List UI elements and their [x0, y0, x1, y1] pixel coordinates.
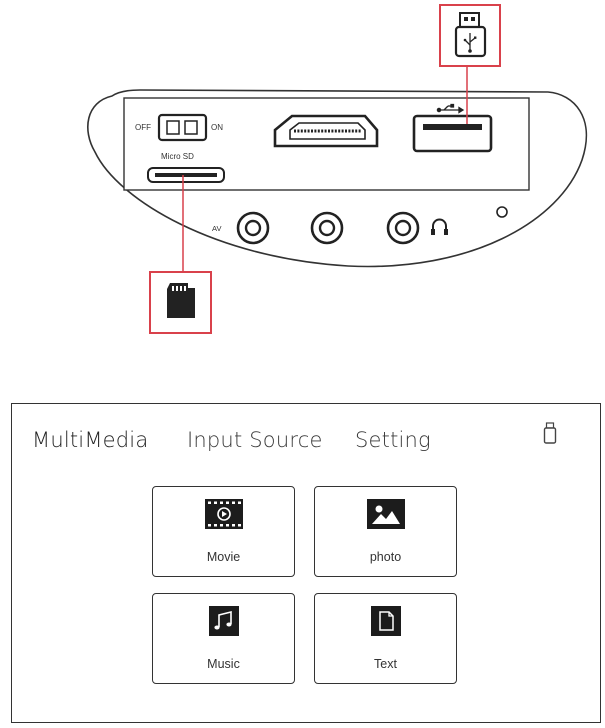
- power-switch-knob-right: [184, 120, 198, 135]
- text-icon: [370, 606, 401, 636]
- multimedia-menu-panel: MultiMedia Input Source Setting Movie: [11, 403, 601, 723]
- music-tile[interactable]: Music: [152, 593, 295, 684]
- photo-icon: [366, 499, 405, 529]
- text-label: Text: [374, 657, 397, 671]
- power-switch[interactable]: [157, 113, 208, 142]
- hdmi-port-inner: [289, 122, 366, 140]
- headphone-jack[interactable]: [386, 211, 420, 245]
- indicator-led: [496, 206, 508, 218]
- movie-icon: [204, 499, 243, 529]
- headphone-icon: [432, 218, 447, 233]
- device-port-diagram: OFF ON Micro SD AV: [87, 4, 588, 334]
- microsd-slot-opening: [155, 173, 217, 177]
- microsd-card-icon: [167, 283, 195, 318]
- power-switch-knob-left: [166, 120, 180, 135]
- usb-port[interactable]: [412, 114, 493, 153]
- usb-symbol-icon: [436, 103, 465, 114]
- av-jack-2[interactable]: [310, 211, 344, 245]
- av-label: AV: [212, 224, 221, 233]
- tab-setting[interactable]: Setting: [355, 428, 431, 452]
- usb-port-tongue: [423, 124, 482, 130]
- av-jack-1[interactable]: [236, 211, 270, 245]
- text-tile[interactable]: Text: [314, 593, 457, 684]
- usb-flash-drive-icon: [454, 12, 487, 58]
- music-label: Music: [207, 657, 240, 671]
- movie-label: Movie: [206, 550, 241, 564]
- music-icon: [208, 606, 239, 636]
- headphone-icon-left-cup: [431, 229, 435, 235]
- switch-on-label: ON: [211, 123, 223, 132]
- usb-drive-icon: [543, 422, 557, 444]
- tab-multimedia[interactable]: MultiMedia: [32, 428, 149, 452]
- switch-off-label: OFF: [135, 123, 151, 132]
- microsd-label: Micro SD: [161, 152, 194, 161]
- movie-tile[interactable]: Movie: [152, 486, 295, 577]
- photo-tile[interactable]: photo: [314, 486, 457, 577]
- tab-input-source[interactable]: Input Source: [187, 428, 323, 452]
- headphone-icon-right-cup: [444, 229, 448, 235]
- photo-label: photo: [369, 550, 402, 564]
